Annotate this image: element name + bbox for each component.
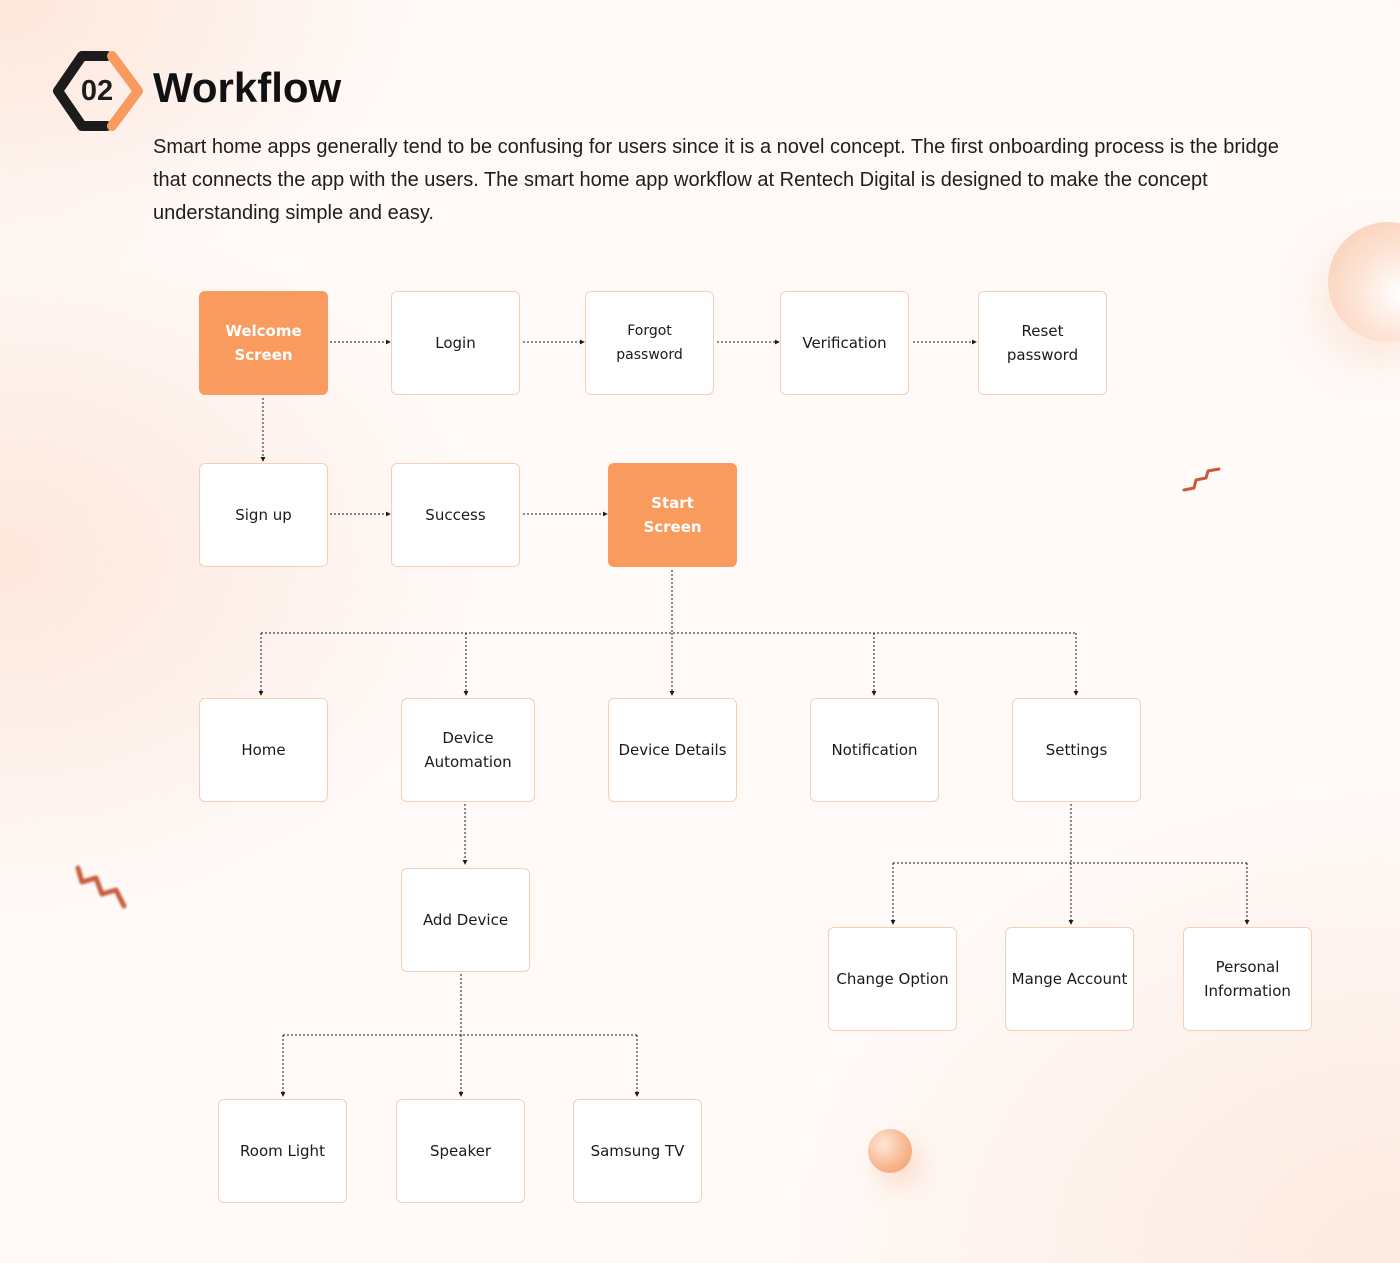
node-success[interactable]: Success: [391, 463, 520, 567]
node-speaker[interactable]: Speaker: [396, 1099, 525, 1203]
node-start-screen[interactable]: Start Screen: [608, 463, 737, 567]
node-add-device[interactable]: Add Device: [401, 868, 530, 972]
section-number-badge: 02: [52, 50, 146, 132]
page-title: Workflow: [153, 64, 342, 111]
node-notification[interactable]: Notification: [810, 698, 939, 802]
node-change-option[interactable]: Change Option: [828, 927, 957, 1031]
node-forgot-password[interactable]: Forgot password: [585, 291, 714, 395]
node-sign-up[interactable]: Sign up: [199, 463, 328, 567]
decorative-sphere-bottom: [868, 1129, 912, 1173]
section-number: 02: [80, 74, 114, 107]
zigzag-icon: [75, 865, 127, 909]
node-room-light[interactable]: Room Light: [218, 1099, 347, 1203]
node-mange-account[interactable]: Mange Account: [1005, 927, 1134, 1031]
node-home[interactable]: Home: [199, 698, 328, 802]
node-login[interactable]: Login: [391, 291, 520, 395]
node-settings[interactable]: Settings: [1012, 698, 1141, 802]
node-samsung-tv[interactable]: Samsung TV: [573, 1099, 702, 1203]
node-device-details[interactable]: Device Details: [608, 698, 737, 802]
node-verification[interactable]: Verification: [780, 291, 909, 395]
node-personal-information[interactable]: Personal Information: [1183, 927, 1312, 1031]
node-reset-password[interactable]: Reset password: [978, 291, 1107, 395]
node-device-automation[interactable]: Device Automation: [401, 698, 535, 802]
node-welcome-screen[interactable]: Welcome Screen: [199, 291, 328, 395]
zigzag-icon: [1182, 467, 1221, 492]
diamond-badge-icon: [53, 51, 143, 131]
page-description: Smart home apps generally tend to be con…: [153, 136, 1279, 224]
